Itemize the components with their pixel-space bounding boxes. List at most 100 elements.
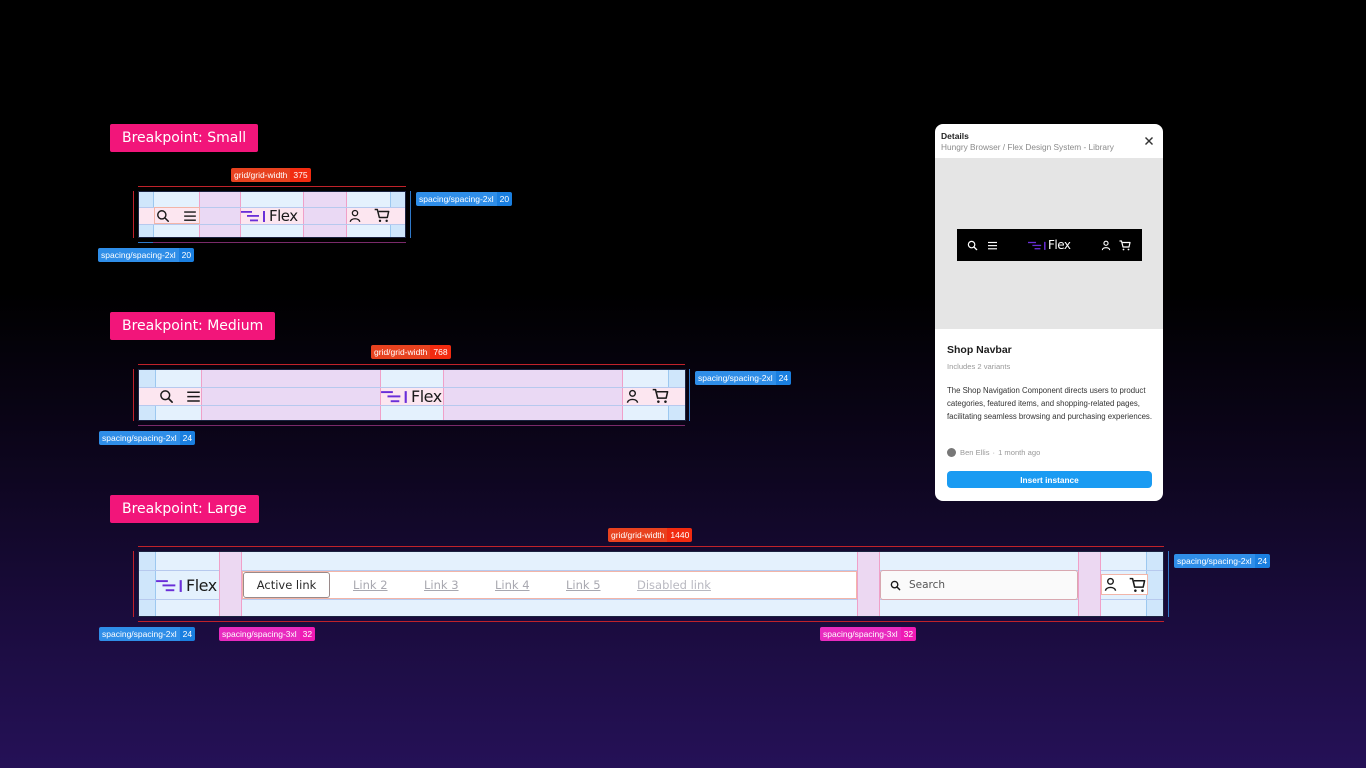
component-name: Shop Navbar — [947, 344, 1012, 356]
flex-logo: Flex — [1028, 237, 1071, 253]
menu-icon — [985, 238, 999, 252]
flex-logo[interactable]: Flex — [381, 386, 442, 406]
column-dimension-line — [138, 242, 406, 243]
grid-row-line — [139, 570, 1163, 571]
user-icon[interactable] — [346, 207, 364, 224]
search-placeholder: Search — [909, 579, 946, 591]
avatar — [947, 448, 956, 457]
flex-logo[interactable]: Flex — [241, 206, 298, 225]
nav-link-5[interactable]: Link 5 — [566, 578, 601, 592]
grid-width-tag-large: grid/grid-width 1440 — [608, 528, 693, 542]
nav-link-disabled: Disabled link — [637, 578, 711, 592]
tag-value: 24 — [179, 431, 196, 445]
tag-value: 20 — [178, 248, 195, 262]
cart-icon[interactable] — [1127, 574, 1148, 595]
nav-link-2[interactable]: Link 2 — [353, 578, 388, 592]
tag-key: spacing/spacing-2xl — [99, 627, 180, 641]
tag-value: 32 — [299, 627, 316, 641]
padding-right-tag-small: spacing/spacing-2xl 20 — [416, 192, 513, 206]
gap-column — [219, 552, 242, 616]
component-description: The Shop Navigation Component directs us… — [947, 386, 1152, 422]
logo-wordmark: Flex — [1048, 238, 1071, 252]
user-icon[interactable] — [622, 387, 642, 405]
padding-right-tag-medium: spacing/spacing-2xl 24 — [695, 371, 792, 385]
variant-count: Includes 2 variants — [947, 362, 1011, 371]
flex-logo-mark-icon — [1028, 241, 1046, 250]
tag-value: 24 — [1254, 554, 1271, 568]
padding-dimension-line — [410, 191, 411, 238]
tag-value: 24 — [775, 371, 792, 385]
padding-right-tag-large: spacing/spacing-2xl 24 — [1174, 554, 1271, 568]
width-dimension-line — [138, 364, 685, 365]
menu-icon[interactable] — [181, 207, 199, 224]
author-info: Ben Ellis · 1 month ago — [947, 448, 1040, 457]
breakpoint-medium-label: Breakpoint: Medium — [110, 312, 276, 340]
tag-value: 1440 — [667, 528, 693, 542]
panel-title: Details — [941, 131, 969, 141]
tag-key: grid/grid-width — [608, 528, 668, 542]
logo-wordmark: Flex — [411, 386, 442, 406]
separator: · — [992, 448, 996, 457]
navbar-small: Flex — [138, 191, 406, 238]
search-icon[interactable] — [156, 387, 176, 405]
tag-key: spacing/spacing-3xl — [820, 627, 901, 641]
height-dimension-line — [133, 369, 134, 421]
nav-link-4[interactable]: Link 4 — [495, 578, 530, 592]
padding-dimension-line — [1168, 551, 1169, 617]
logo-wordmark: Flex — [186, 575, 217, 595]
tag-key: grid/grid-width — [231, 168, 291, 182]
flex-logo-mark-icon — [156, 579, 182, 592]
padding-column — [139, 552, 156, 616]
cart-icon[interactable] — [650, 387, 670, 405]
padding-left-tag-small: spacing/spacing-2xl 20 — [98, 248, 195, 262]
search-icon[interactable] — [154, 207, 172, 224]
height-dimension-line — [133, 191, 134, 238]
tag-key: spacing/spacing-2xl — [98, 248, 179, 262]
panel-library-path: Hungry Browser / Flex Design System - Li… — [941, 142, 1114, 152]
breakpoint-small-label: Breakpoint: Small — [110, 124, 259, 152]
search-input[interactable]: Search — [880, 570, 1078, 600]
gap-column — [857, 552, 880, 616]
height-dimension-line — [133, 551, 134, 617]
cart-icon — [1118, 238, 1132, 252]
gap-left-tag-large: spacing/spacing-3xl 32 — [219, 627, 316, 641]
grid-width-tag-medium: grid/grid-width 768 — [371, 345, 451, 359]
flex-logo-mark-icon — [241, 210, 265, 222]
gap-column — [1078, 552, 1101, 616]
gap-right-tag-large: spacing/spacing-3xl 32 — [820, 627, 917, 641]
grid-row-line — [139, 224, 405, 225]
flex-logo-mark-icon — [381, 390, 407, 403]
navbar-medium: Flex — [138, 369, 686, 421]
nav-link-3[interactable]: Link 3 — [424, 578, 459, 592]
grid-column — [199, 192, 241, 237]
left-icons-group — [154, 207, 200, 224]
padding-left-tag-medium: spacing/spacing-2xl 24 — [99, 431, 196, 445]
user-icon[interactable] — [1101, 574, 1119, 595]
tag-value: 32 — [900, 627, 917, 641]
tag-key: grid/grid-width — [371, 345, 431, 359]
search-icon — [890, 580, 901, 590]
details-panel: Details Hungry Browser / Flex Design Sys… — [935, 124, 1163, 501]
grid-width-tag-small: grid/grid-width 375 — [231, 168, 311, 182]
grid-row-line — [139, 599, 1163, 600]
breakpoint-large-label: Breakpoint: Large — [110, 495, 259, 523]
menu-icon[interactable] — [183, 387, 203, 405]
grid-row-line — [139, 387, 685, 388]
padding-dimension-line — [689, 369, 690, 421]
author-name: Ben Ellis — [960, 448, 990, 457]
close-button[interactable] — [1143, 134, 1155, 146]
insert-instance-button[interactable]: Insert instance — [947, 471, 1152, 488]
width-dimension-line — [138, 186, 406, 187]
tag-value: 768 — [430, 345, 451, 359]
tag-key: spacing/spacing-2xl — [695, 371, 776, 385]
tag-value: 375 — [290, 168, 311, 182]
cart-icon[interactable] — [373, 207, 391, 224]
padding-dimension-line — [138, 242, 153, 243]
preview-navbar: Flex — [957, 229, 1142, 261]
padding-column — [1146, 552, 1163, 616]
nav-link-active[interactable]: Active link — [243, 572, 330, 598]
grid-row-line — [139, 207, 405, 208]
user-icon — [1099, 238, 1113, 252]
flex-logo[interactable]: Flex — [156, 574, 217, 596]
tag-value: 24 — [179, 627, 196, 641]
